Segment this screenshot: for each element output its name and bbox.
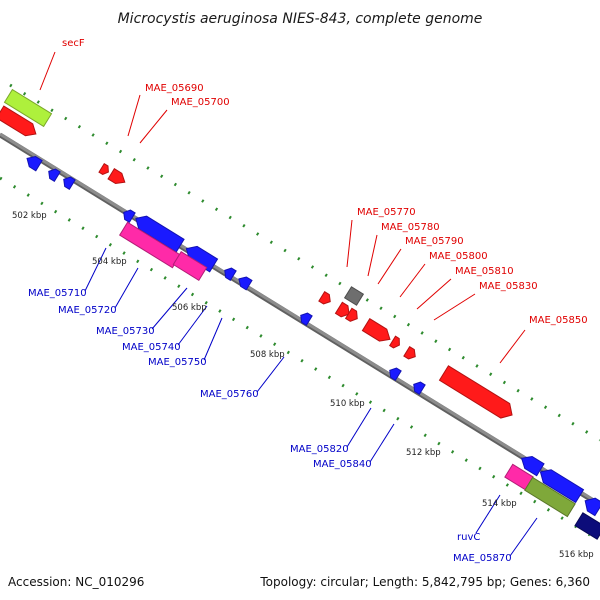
kbp-tick: 510 kbp (330, 399, 365, 409)
blue-gene-feature[interactable] (222, 266, 237, 281)
kbp-tick: 506 kbp (172, 303, 207, 313)
label-leader-line (509, 517, 538, 557)
label-leader-line (139, 109, 168, 144)
gene-label[interactable]: MAE_05870 (453, 553, 512, 564)
blue-gene-feature[interactable] (387, 366, 402, 381)
reverse-gene-labels: MAE_05710 MAE_05720 MAE_05730 MAE_05740 … (28, 288, 512, 564)
kbp-tick: 502 kbp (12, 211, 47, 221)
label-leader-line (346, 407, 372, 448)
gene-label[interactable]: MAE_05720 (58, 305, 117, 316)
label-leader-line (499, 329, 526, 364)
label-leader-lines (39, 51, 538, 557)
magenta-gene-feature[interactable] (118, 221, 182, 269)
red-gene-feature[interactable] (107, 168, 128, 188)
blue-gene-feature[interactable] (536, 466, 585, 504)
red-gene-feature[interactable] (361, 318, 393, 346)
blue-gene-feature[interactable] (132, 212, 185, 253)
genome-backbone (0, 132, 600, 508)
kbp-tick: 504 kbp (92, 257, 127, 267)
gene-label-secF[interactable]: secF (62, 38, 85, 49)
gene-label[interactable]: MAE_05810 (455, 266, 514, 277)
blue-gene-feature[interactable] (182, 242, 219, 273)
blue-gene-feature[interactable] (411, 380, 426, 395)
lime-gene-feature[interactable] (3, 88, 53, 128)
label-leader-line (433, 293, 476, 321)
gene-label[interactable]: MAE_05710 (28, 288, 87, 299)
gene-label[interactable]: MAE_05790 (405, 236, 464, 247)
label-leader-line (475, 494, 501, 534)
blue-gene-feature[interactable] (236, 274, 253, 291)
blue-gene-feature[interactable] (61, 175, 76, 190)
red-gene-feature[interactable] (0, 105, 40, 140)
gene-label[interactable]: MAE_05840 (313, 459, 372, 470)
gene-features (0, 88, 600, 540)
blue-gene-feature[interactable] (24, 153, 43, 172)
gene-label[interactable]: MAE_05690 (145, 83, 204, 94)
red-gene-feature[interactable] (438, 365, 516, 422)
label-leader-line (377, 248, 402, 285)
lower-dot-track (0, 176, 591, 537)
label-leader-line (203, 317, 223, 361)
red-gene-feature[interactable] (334, 301, 352, 319)
navy-gene-feature[interactable] (574, 512, 600, 540)
kbp-tick: 512 kbp (406, 448, 441, 458)
gene-label[interactable]: MAE_05780 (381, 222, 440, 233)
genome-summary-text: Topology: circular; Length: 5,842,795 bp… (259, 575, 590, 589)
gene-label[interactable]: MAE_05850 (529, 315, 588, 326)
grey-gene-feature[interactable] (343, 286, 365, 306)
blue-gene-feature[interactable] (121, 208, 136, 223)
gene-label[interactable]: MAE_05760 (200, 389, 259, 400)
label-leader-line (84, 247, 107, 292)
gene-label-ruvC[interactable]: ruvC (457, 532, 480, 543)
kbp-tick: 508 kbp (250, 350, 285, 360)
kbp-tick-labels: 502 kbp 504 kbp 506 kbp 508 kbp 510 kbp … (12, 211, 594, 560)
gene-label[interactable]: MAE_05800 (429, 251, 488, 262)
forward-gene-labels: secF MAE_05690 MAE_05700 MAE_05770 MAE_0… (62, 38, 588, 326)
kbp-tick: 514 kbp (482, 499, 517, 509)
label-leader-line (114, 267, 139, 309)
label-leader-line (256, 356, 285, 393)
gene-label[interactable]: MAE_05750 (148, 357, 207, 368)
red-gene-feature[interactable] (98, 162, 111, 177)
gene-label[interactable]: MAE_05820 (290, 444, 349, 455)
gene-label[interactable]: MAE_05830 (479, 281, 538, 292)
blue-gene-feature[interactable] (46, 167, 61, 182)
label-leader-line (151, 287, 188, 330)
blue-gene-feature[interactable] (581, 494, 600, 517)
red-gene-feature[interactable] (389, 335, 403, 350)
red-gene-feature[interactable] (344, 307, 361, 323)
blue-gene-feature[interactable] (518, 452, 545, 477)
olive-gene-feature[interactable] (524, 476, 576, 518)
red-gene-feature[interactable] (318, 291, 333, 307)
label-leader-line (346, 219, 353, 268)
label-leader-line (177, 305, 208, 346)
magenta-gene-feature[interactable] (172, 251, 208, 281)
blue-gene-feature[interactable] (298, 311, 313, 326)
label-leader-line (39, 51, 56, 91)
label-leader-line (416, 278, 452, 310)
gene-label[interactable]: MAE_05730 (96, 326, 155, 337)
kbp-tick: 516 kbp (559, 550, 594, 560)
label-leader-line (369, 423, 395, 463)
label-leader-line (367, 234, 378, 277)
gene-label[interactable]: MAE_05740 (122, 342, 181, 353)
accession-text: Accession: NC_010296 (8, 575, 144, 589)
label-leader-line (399, 263, 426, 298)
label-leader-line (127, 94, 141, 137)
gene-label[interactable]: MAE_05700 (171, 97, 230, 108)
map-title: Microcystis aeruginosa NIES-843, complet… (118, 11, 483, 27)
red-gene-feature[interactable] (403, 346, 418, 362)
gene-label[interactable]: MAE_05770 (357, 207, 416, 218)
